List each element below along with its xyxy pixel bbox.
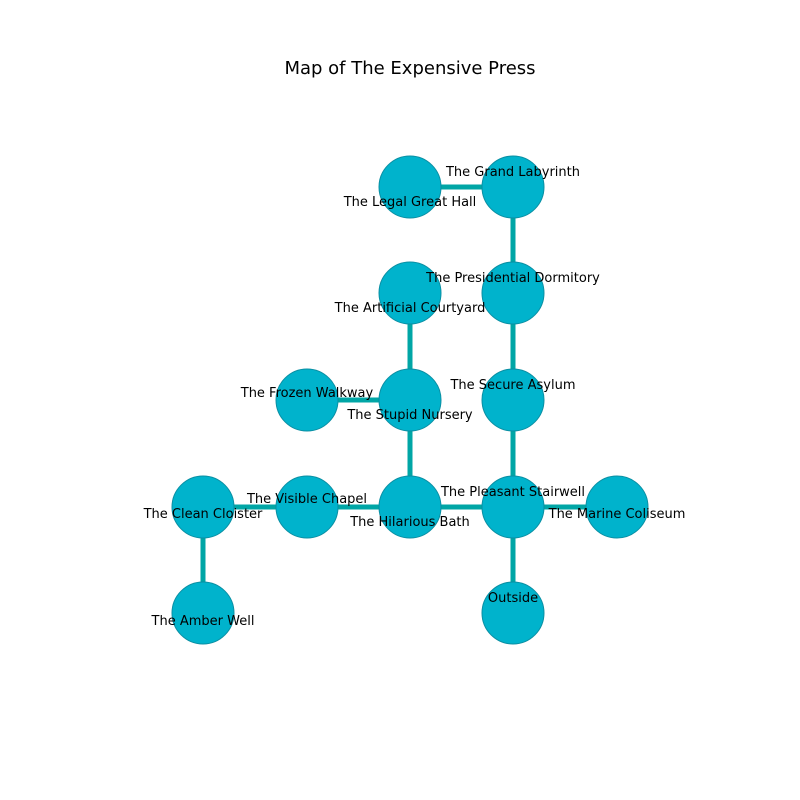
room-node-pleasant-stairwell: [481, 475, 545, 539]
room-node-marine-coliseum: [585, 475, 649, 539]
room-node-artificial-courtyard: [378, 261, 442, 325]
room-label-grand-labyrinth: The Grand Labyrinth: [445, 165, 580, 180]
room-label-marine-coliseum: The Marine Coliseum: [548, 507, 686, 522]
rooms-layer: [171, 155, 649, 645]
room-label-clean-cloister: The Clean Cloister: [143, 507, 263, 522]
room-label-pleasant-stairwell: The Pleasant Stairwell: [440, 485, 585, 500]
room-label-presidential-dormitory: The Presidential Dormitory: [425, 271, 600, 286]
room-node-outside: [481, 581, 545, 645]
labels-layer: The Legal Great Hall The Grand LabyrinthT…: [143, 165, 686, 629]
room-label-visible-chapel: The Visible Chapel: [246, 492, 367, 507]
room-label-stupid-nursery: The Stupid Nursery: [346, 408, 473, 423]
room-node-clean-cloister: [171, 475, 235, 539]
room-label-legal-great-hall: The Legal Great Hall: [343, 195, 477, 210]
room-label-outside: Outside: [488, 591, 538, 606]
room-label-frozen-walkway: The Frozen Walkway: [240, 386, 374, 401]
room-node-hilarious-bath: [378, 475, 442, 539]
room-node-visible-chapel: [275, 475, 339, 539]
room-node-amber-well: [171, 581, 235, 645]
room-node-secure-asylum: [481, 368, 545, 432]
room-label-amber-well: The Amber Well: [151, 614, 255, 629]
room-node-frozen-walkway: [275, 368, 339, 432]
room-label-hilarious-bath: The Hilarious Bath: [349, 515, 470, 530]
room-node-stupid-nursery: [378, 368, 442, 432]
map-title: Map of The Expensive Press: [284, 58, 535, 79]
room-label-artificial-courtyard: The Artificial Courtyard: [334, 301, 486, 316]
room-node-legal-great-hall: [378, 155, 442, 219]
room-node-presidential-dormitory: [481, 261, 545, 325]
room-node-grand-labyrinth: [481, 155, 545, 219]
room-label-secure-asylum: The Secure Asylum: [449, 378, 575, 393]
